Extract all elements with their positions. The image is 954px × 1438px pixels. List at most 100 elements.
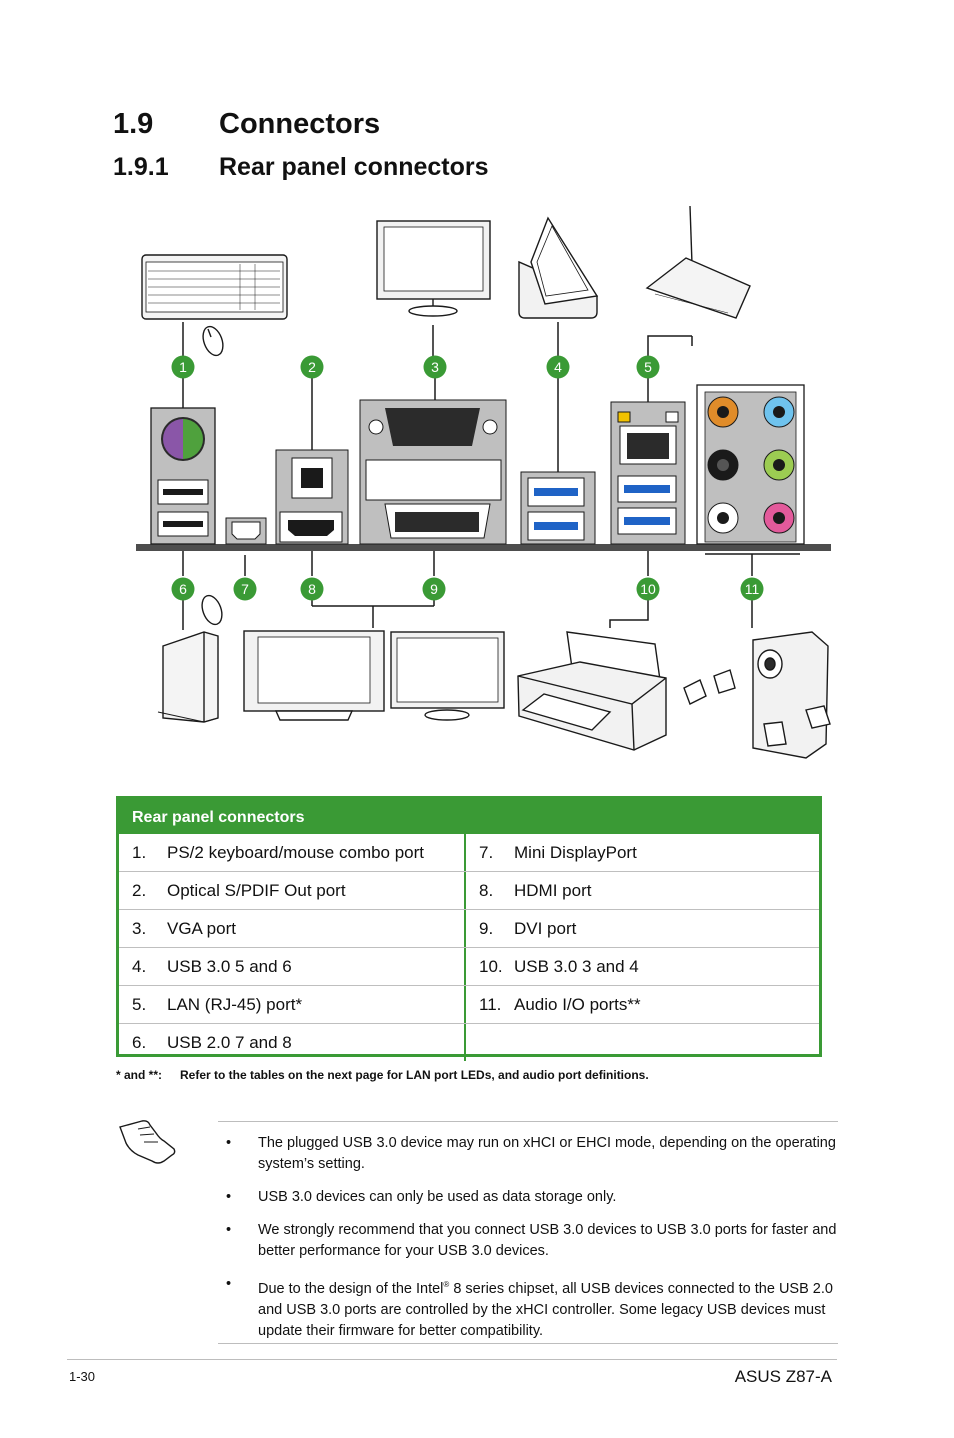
callout-circle [636, 355, 660, 379]
subsection-title: Rear panel connectors [219, 153, 489, 181]
item-label: Audio I/O ports** [514, 995, 641, 1014]
audio-jacks-block [696, 384, 805, 545]
item-number: 5. [132, 995, 147, 1014]
item-label: PS/2 keyboard/mouse combo port [167, 843, 425, 862]
table-cell-right [466, 1024, 819, 1061]
table-cell-left: 4.USB 3.0 5 and 6 [119, 948, 466, 985]
section-number: 1.9 [113, 108, 154, 140]
item-number: 9. [479, 919, 494, 938]
callout-8: 8 [300, 577, 324, 601]
callout-number: 6 [179, 581, 187, 597]
callout-number: 2 [308, 359, 316, 375]
callout-2: 2 [300, 355, 324, 379]
callout-number: 3 [431, 359, 439, 375]
page-number: 1-30 [69, 1369, 96, 1384]
footnote-key: * and **: [116, 1068, 163, 1082]
note-item: •Due to the design of the Intel® 8 serie… [226, 1276, 833, 1339]
item-number: 11. [479, 995, 502, 1014]
vga-dvi-block [359, 399, 507, 545]
callout-6: 6 [171, 577, 195, 601]
callout-5: 5 [636, 355, 660, 379]
hand-note-icon [119, 1120, 176, 1164]
callout-11: 11 [740, 577, 764, 601]
section-title: Connectors [219, 108, 381, 140]
table-row: 1. PS/2 keyboard/mouse combo port 7. Mini D… [119, 834, 819, 871]
item-number: 8. [479, 881, 494, 900]
callout-9: 9 [422, 577, 446, 601]
table-row: 3.VGA port 9. DVI port [119, 909, 819, 947]
table-cell-right: 8. HDMI port [466, 872, 819, 909]
mouse-icon [201, 594, 223, 626]
speaker-system-icon [683, 631, 831, 759]
table-row: 4.USB 3.0 5 and 6 10. USB 3.0 3 and 4 [119, 947, 819, 985]
callout-number: 10 [640, 581, 656, 597]
monitor-icon [376, 220, 491, 317]
table-cell-left: 6. USB 2.0 7 and 8 [119, 1024, 466, 1061]
callout-number: 4 [554, 359, 562, 375]
item-label: USB 2.0 7 and 8 [167, 1033, 292, 1052]
table-row: 6. USB 2.0 7 and 8 [119, 1023, 819, 1061]
note-item: •We strongly recommend that you connect … [226, 1222, 837, 1259]
item-number: 2. [132, 881, 147, 900]
item-number: 1. [132, 843, 147, 862]
callout-circle [546, 355, 570, 379]
callout-circle [636, 577, 660, 601]
callout-circle [422, 577, 446, 601]
callout-number: 9 [430, 581, 438, 597]
router-icon [645, 205, 751, 319]
table-cell-left: 2. Optical S/PDIF Out port [119, 872, 466, 909]
callout-number: 11 [745, 581, 760, 597]
callout-number: 8 [308, 581, 316, 597]
table-row: 5. LAN (RJ-45) port* 11. Audio I/O ports** [119, 985, 819, 1023]
product-name: ASUS Z87-A [734, 1367, 832, 1386]
callout-1: 1 [171, 355, 195, 379]
callout-circle [171, 577, 195, 601]
usb3-5-6-block [520, 471, 596, 545]
callout-circle [233, 577, 257, 601]
callout-circle [300, 355, 324, 379]
callout-number: 1 [179, 359, 187, 375]
item-label: LAN (RJ-45) port* [167, 995, 303, 1014]
table-cell-left: 3.VGA port [119, 910, 466, 947]
callout-number: 7 [241, 581, 249, 597]
item-label: Mini DisplayPort [514, 843, 637, 862]
callout-10: 10 [636, 577, 660, 601]
item-label: HDMI port [514, 881, 592, 900]
note-item: •USB 3.0 devices can only be used as dat… [226, 1189, 617, 1205]
notes-bottom-rule [218, 1343, 838, 1344]
callout-circle [300, 577, 324, 601]
speaker-dock-icon [518, 216, 599, 319]
item-label: DVI port [514, 919, 577, 938]
printer-icon [517, 631, 667, 751]
callout-7: 7 [233, 577, 257, 601]
table-cell-right: 11. Audio I/O ports** [466, 986, 819, 1023]
callout-4: 4 [546, 355, 570, 379]
table-cell-left: 5. LAN (RJ-45) port* [119, 986, 466, 1023]
tv-icon [243, 630, 385, 721]
spdif-hdmi-block [275, 449, 349, 545]
ps2-usb2-block [150, 407, 216, 545]
item-label: Optical S/PDIF Out port [167, 881, 346, 900]
rear-panel-diagram: 1 2 3 4 5 6 7 8 9 10 11 [136, 205, 831, 759]
note-item: •The plugged USB 3.0 device may run on x… [226, 1135, 836, 1172]
item-number: 7. [479, 843, 494, 862]
footnote: * and **:Refer to the tables on the next… [116, 1068, 649, 1082]
item-number: 6. [132, 1033, 147, 1052]
item-number: 10. [479, 957, 503, 976]
callout-circle [171, 355, 195, 379]
item-label: VGA port [167, 919, 236, 938]
table-cell-right: 9. DVI port [466, 910, 819, 947]
item-label: USB 3.0 3 and 4 [514, 957, 639, 976]
table-header: Rear panel connectors [119, 799, 819, 834]
item-label: USB 3.0 5 and 6 [167, 957, 292, 976]
callout-circle [740, 577, 764, 601]
keyboard-icon [141, 254, 288, 320]
callout-number: 5 [644, 359, 652, 375]
callout-3: 3 [423, 355, 447, 379]
footer-rule [67, 1359, 837, 1360]
connectors-table: Rear panel connectors 1. PS/2 keyboard/mo… [116, 796, 822, 1061]
table-cell-right: 10. USB 3.0 3 and 4 [466, 948, 819, 985]
callout-circle [423, 355, 447, 379]
table-cell-right: 7. Mini DisplayPort [466, 834, 819, 871]
